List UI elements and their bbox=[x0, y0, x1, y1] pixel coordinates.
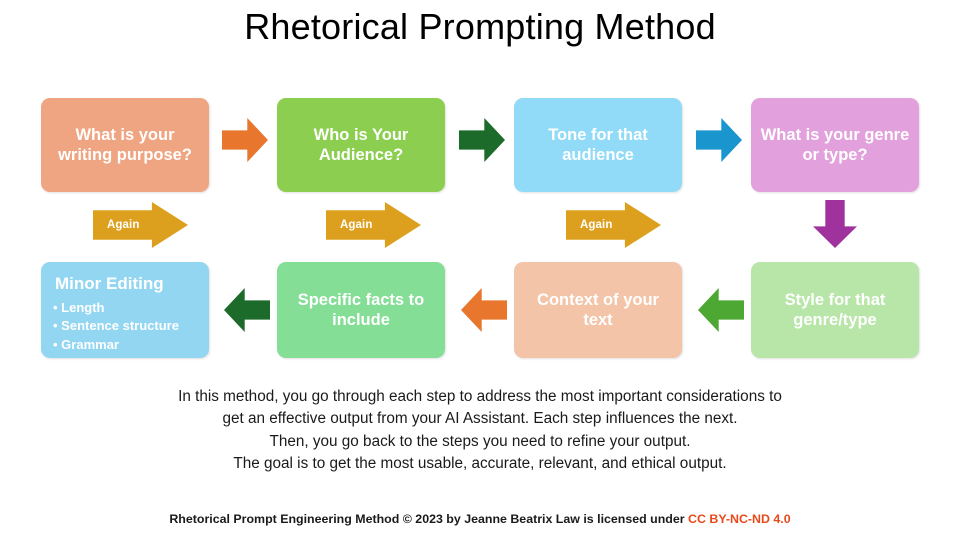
again-arrow-3[interactable]: Again bbox=[566, 202, 661, 248]
arrow-left-icon-facts-to-editing bbox=[224, 288, 270, 332]
license-credit-text: Rhetorical Prompt Engineering Method © 2… bbox=[169, 512, 685, 526]
list-item: Grammar bbox=[53, 336, 179, 354]
flow-box-style[interactable]: Style for that genre/type bbox=[751, 262, 919, 358]
arrow-right-icon-audience-to-tone bbox=[459, 118, 505, 162]
caption-line-2: get an effective output from your AI Ass… bbox=[222, 410, 738, 428]
flow-box-label: Specific facts to include bbox=[297, 290, 425, 329]
again-arrow-label: Again bbox=[580, 219, 613, 231]
flow-box-heading: Minor Editing bbox=[55, 274, 164, 293]
license-link[interactable]: CC BY-NC-ND 4.0 bbox=[688, 512, 791, 526]
list-item: Sentence structure bbox=[53, 317, 179, 335]
flow-box-label: Tone for that audience bbox=[548, 125, 648, 164]
flow-box-label: What is your genre or type? bbox=[760, 125, 910, 164]
license-footer: Rhetorical Prompt Engineering Method © 2… bbox=[0, 512, 960, 526]
flow-box-label: Who is Your Audience? bbox=[313, 125, 409, 164]
flow-box-specific-facts[interactable]: Specific facts to include bbox=[277, 262, 445, 358]
flow-box-label: Style for that genre/type bbox=[784, 290, 886, 329]
list-item: Length bbox=[53, 299, 179, 317]
minor-editing-bullet-list: Length Sentence structure Grammar bbox=[53, 299, 179, 354]
arrow-right-icon-purpose-to-audience bbox=[222, 118, 268, 162]
flow-box-genre[interactable]: What is your genre or type? bbox=[751, 98, 919, 192]
again-arrow-1[interactable]: Again bbox=[93, 202, 188, 248]
arrow-right-icon-tone-to-genre bbox=[696, 118, 742, 162]
caption-line-3: Then, you go back to the steps you need … bbox=[269, 432, 691, 450]
again-arrow-label: Again bbox=[340, 219, 373, 231]
page-title: Rhetorical Prompting Method bbox=[244, 6, 716, 47]
flow-box-label: Context of your text bbox=[537, 290, 659, 329]
arrow-down-icon-genre-to-style bbox=[813, 200, 857, 248]
flow-box-minor-editing[interactable]: Minor Editing Length Sentence structure … bbox=[41, 262, 209, 358]
caption-line-1: In this method, you go through each step… bbox=[178, 388, 782, 405]
caption-line-4: The goal is to get the most usable, accu… bbox=[233, 455, 727, 473]
flow-box-context[interactable]: Context of your text bbox=[514, 262, 682, 358]
caption-paragraph: In this method, you go through each step… bbox=[0, 386, 960, 476]
again-arrow-2[interactable]: Again bbox=[326, 202, 421, 248]
arrow-left-icon-style-to-context bbox=[698, 288, 744, 332]
arrow-left-icon-context-to-facts bbox=[461, 288, 507, 332]
flow-box-tone[interactable]: Tone for that audience bbox=[514, 98, 682, 192]
again-arrow-label: Again bbox=[107, 219, 140, 231]
flow-box-label: What is your writing purpose? bbox=[58, 125, 192, 164]
flow-box-writing-purpose[interactable]: What is your writing purpose? bbox=[41, 98, 209, 192]
flow-box-audience[interactable]: Who is Your Audience? bbox=[277, 98, 445, 192]
